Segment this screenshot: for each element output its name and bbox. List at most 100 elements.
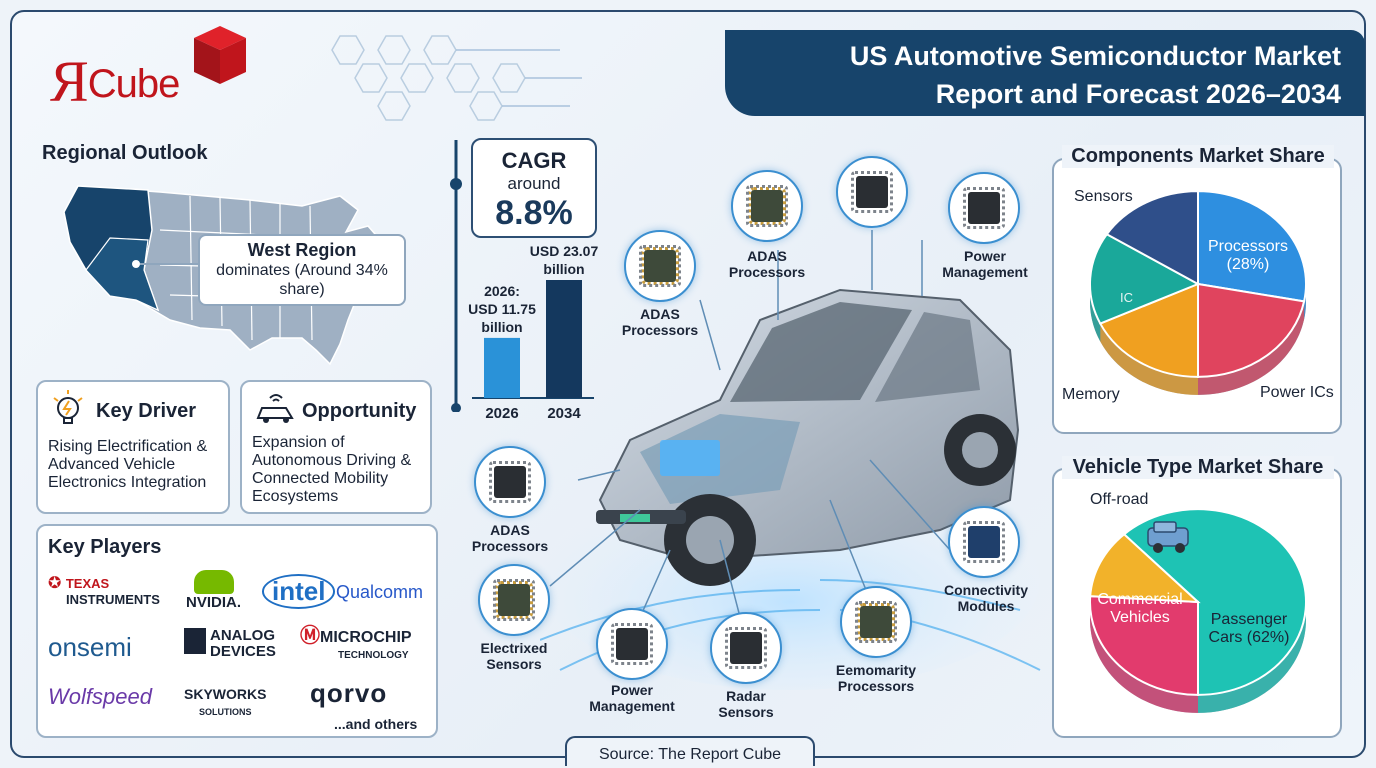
pie1-processors-pct: (28%) <box>1226 256 1270 273</box>
pie1-slice-side-1 <box>1198 301 1305 395</box>
chip-adas-3-line-1: ADAS <box>490 522 530 538</box>
opportunity-line-3: Connected Mobility <box>252 470 389 487</box>
player-nvidia-text: NVIDIA. <box>186 594 242 611</box>
player-adi-2: DEVICES <box>210 643 276 660</box>
pie1-slice-sensors <box>1105 190 1199 286</box>
chip-power-2-line-2: Management <box>589 698 675 714</box>
chip-power-1-line-2: Management <box>942 264 1028 280</box>
pie1-label-power: Power ICs <box>1260 384 1334 401</box>
pie2-slice-side-1 <box>1090 596 1198 713</box>
pie1-slice-ics <box>1089 232 1201 325</box>
analog-devices-icon <box>184 628 206 654</box>
bar-value-label-2026-2: billion <box>481 319 522 335</box>
pie2-slice-passenger-cars <box>1122 508 1307 696</box>
chip-adas-2-line-2: Processors <box>728 264 806 280</box>
microchip-icon: Ⓜ <box>300 625 320 647</box>
logo-word: Cube <box>87 62 181 106</box>
chip-sensors-1-line-1: Electrixed <box>480 640 548 656</box>
chip-radar <box>710 612 782 684</box>
player-microchip: ⓂMICROCHIP TECHNOLOGY <box>300 625 412 664</box>
pie2-label-commercial: Commercial Vehicles <box>1092 591 1188 627</box>
opportunity-text: Expansion of Autonomous Driving & Connec… <box>252 434 432 506</box>
chip-connectivity-line-1: Connectivity <box>943 582 1028 598</box>
title-banner: US Automotive Semiconductor Market Repor… <box>725 30 1365 116</box>
key-players-heading: Key Players <box>48 536 162 558</box>
chip-adas-2-line-1: ADAS <box>747 248 787 264</box>
key-driver-line-2: Advanced Vehicle <box>48 456 176 473</box>
bar-value-label-2034-1: USD 23.07 <box>530 243 599 259</box>
logo-letter: Я <box>50 49 89 114</box>
player-onsemi: onsemi <box>48 632 132 662</box>
lightbulb-icon <box>53 390 83 424</box>
pie1-slice-processors <box>1197 190 1307 303</box>
timeline-line <box>450 140 462 412</box>
chip-power-1 <box>948 172 1020 244</box>
market-size-bar-chart: 2026:USD 11.75billion20262034:USD 23.07b… <box>468 240 599 422</box>
pie1-slice-side-2 <box>1100 323 1198 395</box>
components-pie-title: Components Market Share <box>1062 145 1334 168</box>
key-driver-line-1: Rising Electrification & <box>48 438 208 455</box>
chip-adas-2 <box>731 170 803 242</box>
key-driver-title: Key Driver <box>96 400 197 422</box>
bar-2026 <box>484 337 520 398</box>
brand-logo: ЯCube <box>50 48 181 115</box>
callout-title: West Region <box>247 240 357 260</box>
cagr-label: CAGR <box>501 148 567 173</box>
player-skyworks: SKYWORKS SOLUTIONS <box>184 686 266 720</box>
hexagon-pattern <box>331 35 582 121</box>
chip-processor-bottom <box>840 586 912 658</box>
opportunity-card: Opportunity Expansion of Autonomous Driv… <box>240 380 432 514</box>
chip-processor-top <box>836 156 908 228</box>
player-intel: intel <box>262 574 336 609</box>
chip-processor-bottom-line-1: Eemomarity <box>835 662 917 678</box>
player-skyworks-1: SKYWORKS <box>184 686 267 702</box>
callout-line-1: dominates (Around 34% <box>216 262 388 279</box>
opportunity-line-4: Ecosystems <box>252 488 339 505</box>
chip-connectivity <box>948 506 1020 578</box>
pie1-ic-chip-icon: IC <box>1120 290 1133 305</box>
pie2-label-passenger: Passenger Cars (62%) <box>1194 611 1304 647</box>
key-players-others: ...and others <box>334 716 418 732</box>
pie2-label-offroad: Off-road <box>1090 491 1149 508</box>
chip-adas-1-line-1: ADAS <box>640 306 680 322</box>
source-credit: Source: The Report Cube <box>565 736 815 766</box>
cagr-around: around <box>507 174 561 193</box>
player-qorvo: qorvo <box>310 678 388 708</box>
west-region-callout: West Region dominates (Around 34% share) <box>198 234 406 306</box>
callout-line-2: share) <box>279 281 325 298</box>
player-ti-1: TEXAS <box>65 576 110 591</box>
connector-lines <box>549 230 951 640</box>
title-line-1: US Automotive Semiconductor Market <box>849 41 1341 71</box>
chip-radar-line-1: Radar <box>726 688 766 704</box>
pie1-processors-name: Processors <box>1207 238 1289 255</box>
key-driver-card: Key Driver Rising Electrification & Adva… <box>36 380 230 514</box>
key-driver-text: Rising Electrification & Advanced Vehicl… <box>48 438 228 492</box>
components-pie-chart <box>1089 190 1307 395</box>
pie1-label-sensors: Sensors <box>1074 188 1133 205</box>
player-qualcomm: Qualcomm <box>336 582 424 602</box>
opportunity-line-2: Autonomous Driving & <box>252 452 412 469</box>
chip-adas-3-line-2: Processors <box>471 538 549 554</box>
chip-power-2-line-1: Power <box>610 682 653 698</box>
player-microchip-2: TECHNOLOGY <box>338 650 409 661</box>
regional-outlook-heading: Regional Outlook <box>42 142 208 164</box>
chip-radar-line-2: Sensors <box>718 704 774 720</box>
title-line-2: Report and Forecast 2026–2034 <box>935 79 1341 109</box>
vehicle-pie-title: Vehicle Type Market Share <box>1062 456 1334 479</box>
offroad-vehicle-icon <box>1147 521 1189 553</box>
pie2-commercial-line-2: Vehicles <box>1110 609 1170 626</box>
map-marker <box>132 260 140 268</box>
opportunity-title: Opportunity <box>302 400 417 422</box>
pie2-commercial-line-1: Commercial <box>1097 591 1183 608</box>
pie1-slice-power-ics <box>1197 282 1306 378</box>
pie1-slice-memory <box>1098 282 1199 378</box>
chip-power-2 <box>596 608 668 680</box>
nvidia-eye-icon <box>193 570 234 594</box>
